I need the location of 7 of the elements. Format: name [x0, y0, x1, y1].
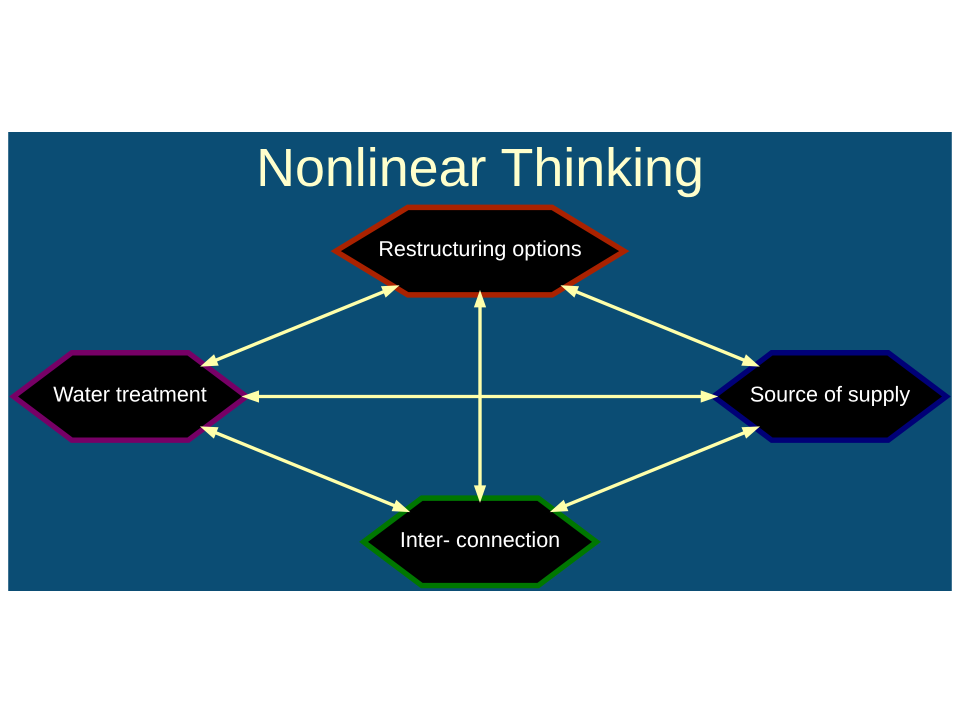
diagram-title: Nonlinear Thinking — [256, 137, 704, 198]
arrow — [550, 426, 760, 512]
arrow — [200, 284, 400, 366]
arrow — [200, 426, 410, 512]
arrow — [474, 289, 486, 502]
arrow — [560, 284, 760, 366]
arrow — [241, 390, 718, 402]
